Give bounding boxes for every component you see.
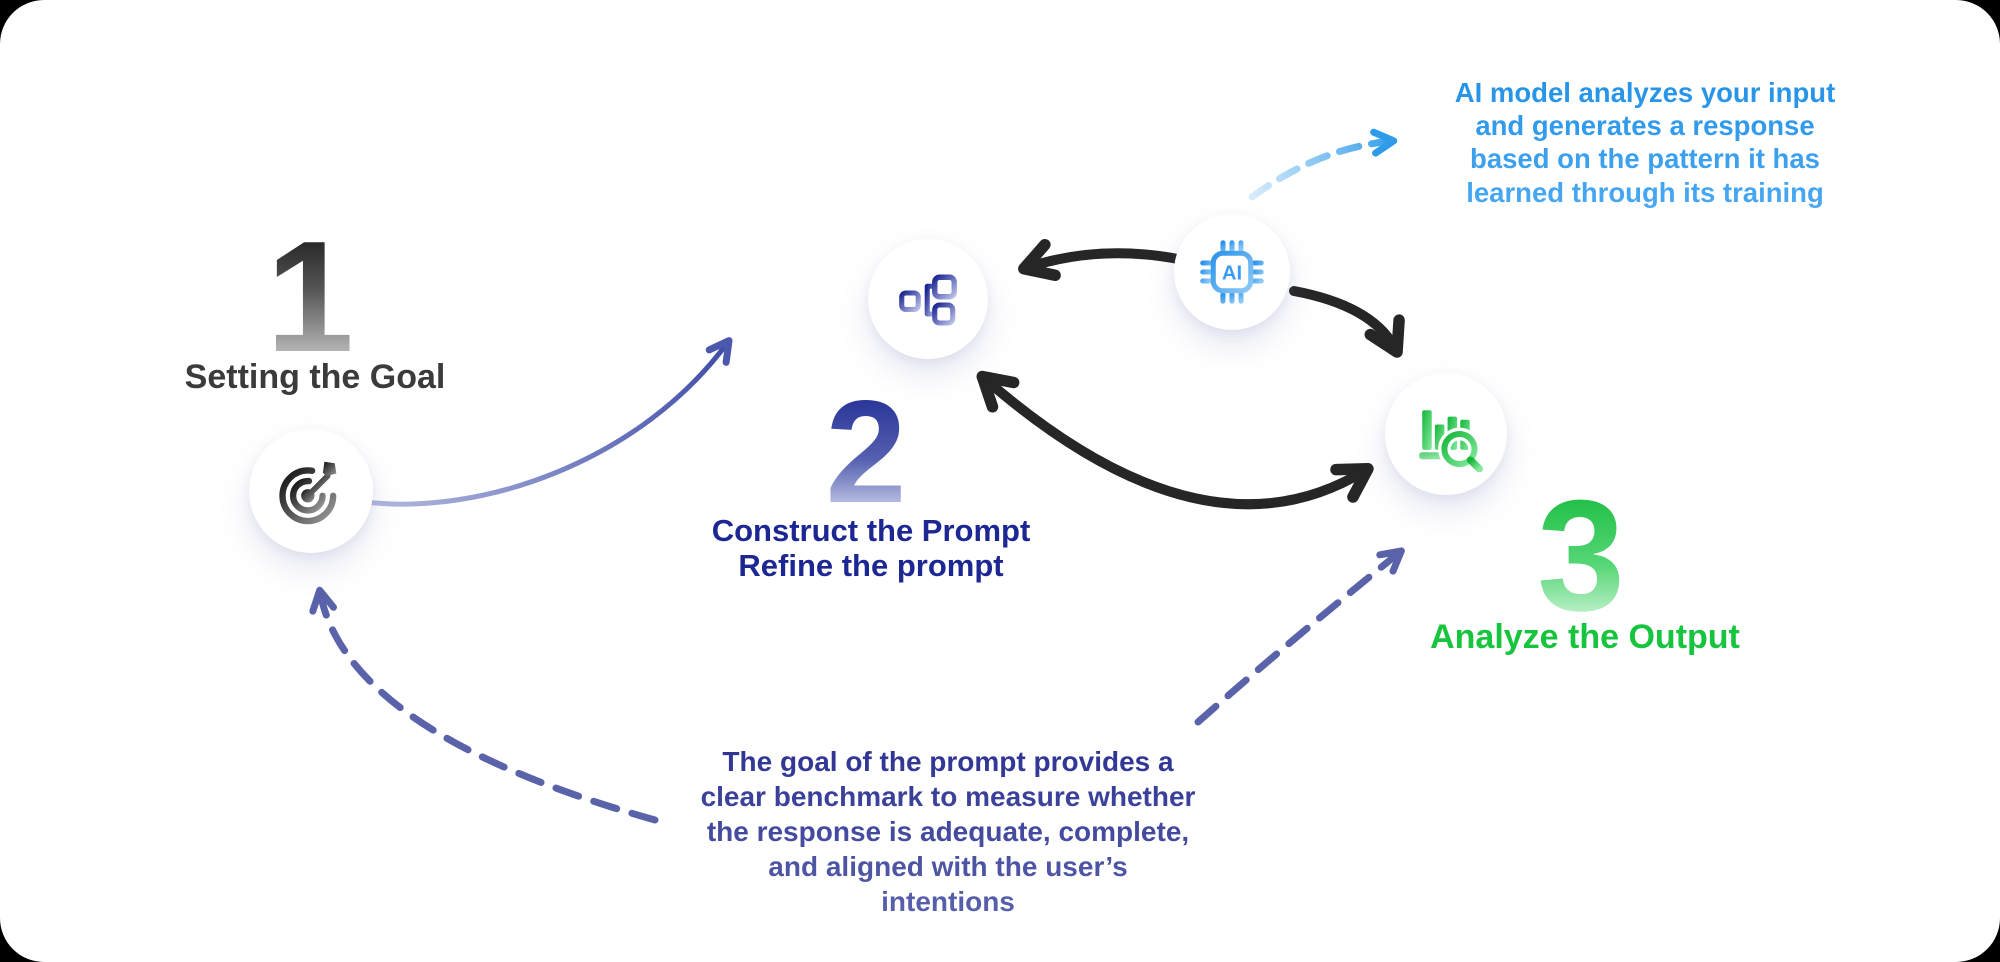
step-1-title: Setting the Goal — [184, 358, 446, 396]
ai-chip-label: AI — [1222, 263, 1242, 285]
arrow-ai-to-prompt — [1018, 238, 1183, 282]
goal-note: The goal of the prompt provides a clear … — [698, 744, 1198, 919]
dashed-arrow-goalnote-to-target — [309, 586, 659, 824]
target-icon-circle — [249, 429, 373, 553]
ai-note-line-4: learned through its training — [1466, 176, 1824, 208]
ai-note: AI model analyzes your input and generat… — [1425, 76, 1865, 209]
ai-note-line-1: AI model analyzes your input — [1454, 77, 1836, 108]
step-3-number: 3 — [1501, 477, 1661, 635]
ai-note-line-3: based on the pattern it has — [1470, 143, 1820, 175]
ai-note-line-2: and generates a response — [1475, 110, 1815, 142]
flowchart-icon — [899, 274, 957, 326]
flowchart-icon-circle — [868, 239, 988, 359]
step-1-number: 1 — [230, 218, 390, 376]
goal-note-line-4: and aligned with the user’s intentions — [768, 851, 1128, 917]
dashed-arrow-goalnote-to-output — [1194, 547, 1405, 726]
target-icon — [279, 461, 337, 525]
chart-search-icon — [1419, 410, 1484, 472]
arrow-prompt-output-cycle — [976, 370, 1374, 510]
goal-note-line-2: clear benchmark to measure whether — [700, 781, 1196, 812]
goal-note-line-3: the response is adequate, complete, — [706, 816, 1190, 847]
step-2-title: Construct the Prompt Refine the prompt — [671, 513, 1071, 583]
chart-search-icon-circle — [1385, 373, 1507, 495]
step-2-title-line-2: Refine the prompt — [738, 548, 1004, 583]
ai-chip-icon-circle: AI — [1174, 214, 1290, 330]
step-2-title-line-1: Construct the Prompt — [711, 513, 1031, 548]
goal-note-line-1: The goal of the prompt provides a — [722, 746, 1174, 777]
arrow-ai-to-output — [1289, 286, 1405, 358]
step-2-number: 2 — [786, 379, 946, 525]
step-3-title: Analyze the Output — [1430, 618, 1740, 656]
dashed-arrow-ai-to-ainote — [1248, 128, 1398, 201]
ai-chip-icon: AI — [1200, 240, 1264, 304]
